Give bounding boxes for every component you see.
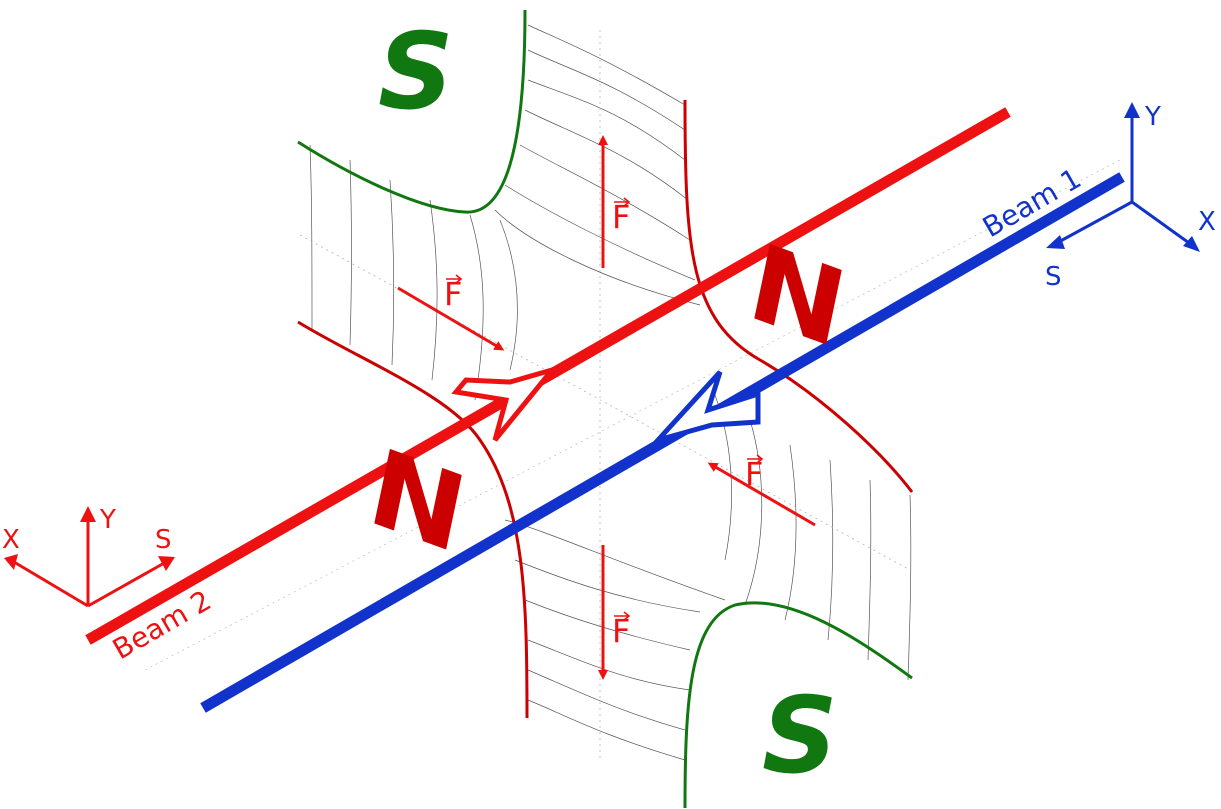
- north-pole-tip-right: [683, 99, 914, 493]
- axes-right: [1046, 102, 1200, 252]
- pole-tips: [297, 9, 914, 809]
- force-label-right: F: [745, 455, 763, 493]
- axes-left: [4, 506, 175, 608]
- vector-arrow-icon: [614, 611, 631, 621]
- north-pole-right-label: N: [752, 216, 844, 377]
- force-label-top: F: [612, 198, 630, 236]
- axis-s-right: [1054, 200, 1133, 246]
- south-pole-top-label: S: [378, 11, 454, 133]
- vector-arrow-icon: [614, 197, 631, 207]
- axis-y-left-label: Y: [99, 505, 116, 535]
- south-pole-bottom-label: S: [762, 675, 838, 797]
- beam-1-direction-arrow: [650, 370, 761, 445]
- beam-2-direction-arrow: [451, 365, 559, 442]
- axis-s-left-label: S: [155, 525, 172, 555]
- south-pole-tip-top: [297, 9, 527, 214]
- axes-left-labels: Y X S: [2, 505, 172, 555]
- beam-1: Beam 1: [200, 162, 1125, 713]
- force-arrow-left: [397, 286, 505, 351]
- axis-s-left: [87, 560, 167, 608]
- force-arrow-right: [707, 462, 816, 527]
- axis-x-left: [13, 560, 89, 608]
- south-pole-tip-bottom: [683, 601, 913, 809]
- axis-y-right-label: Y: [1144, 102, 1161, 132]
- axis-x-left-label: X: [2, 525, 20, 555]
- vector-arrow-icon: [446, 274, 463, 284]
- force-labels: F F F F: [444, 197, 764, 650]
- north-pole-left-label: N: [372, 421, 464, 582]
- force-label-left: F: [444, 275, 462, 313]
- force-label-bottom: F: [612, 612, 630, 650]
- axis-x-right: [1131, 200, 1197, 250]
- north-pole-tip-left: [297, 320, 529, 719]
- axes-right-labels: Y X S: [1045, 102, 1216, 292]
- axis-x-right-label: X: [1198, 207, 1216, 237]
- axis-s-right-label: S: [1045, 262, 1062, 292]
- vector-arrow-icon: [747, 454, 764, 464]
- force-arrows: [397, 135, 816, 680]
